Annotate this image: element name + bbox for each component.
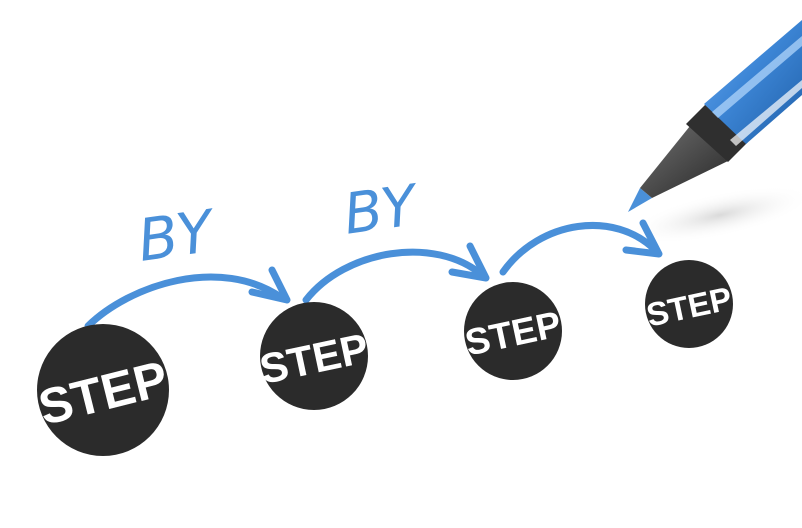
by-word-2: BY [340,173,424,248]
arrow-1 [88,277,282,326]
pen [628,20,802,212]
step-circle-2: STEP [256,302,373,410]
step-circle-3: STEP [462,282,565,380]
step-circle-1: STEP [33,324,173,456]
step-circle-4: STEP [643,260,735,348]
by-word-1: BY [134,197,221,275]
